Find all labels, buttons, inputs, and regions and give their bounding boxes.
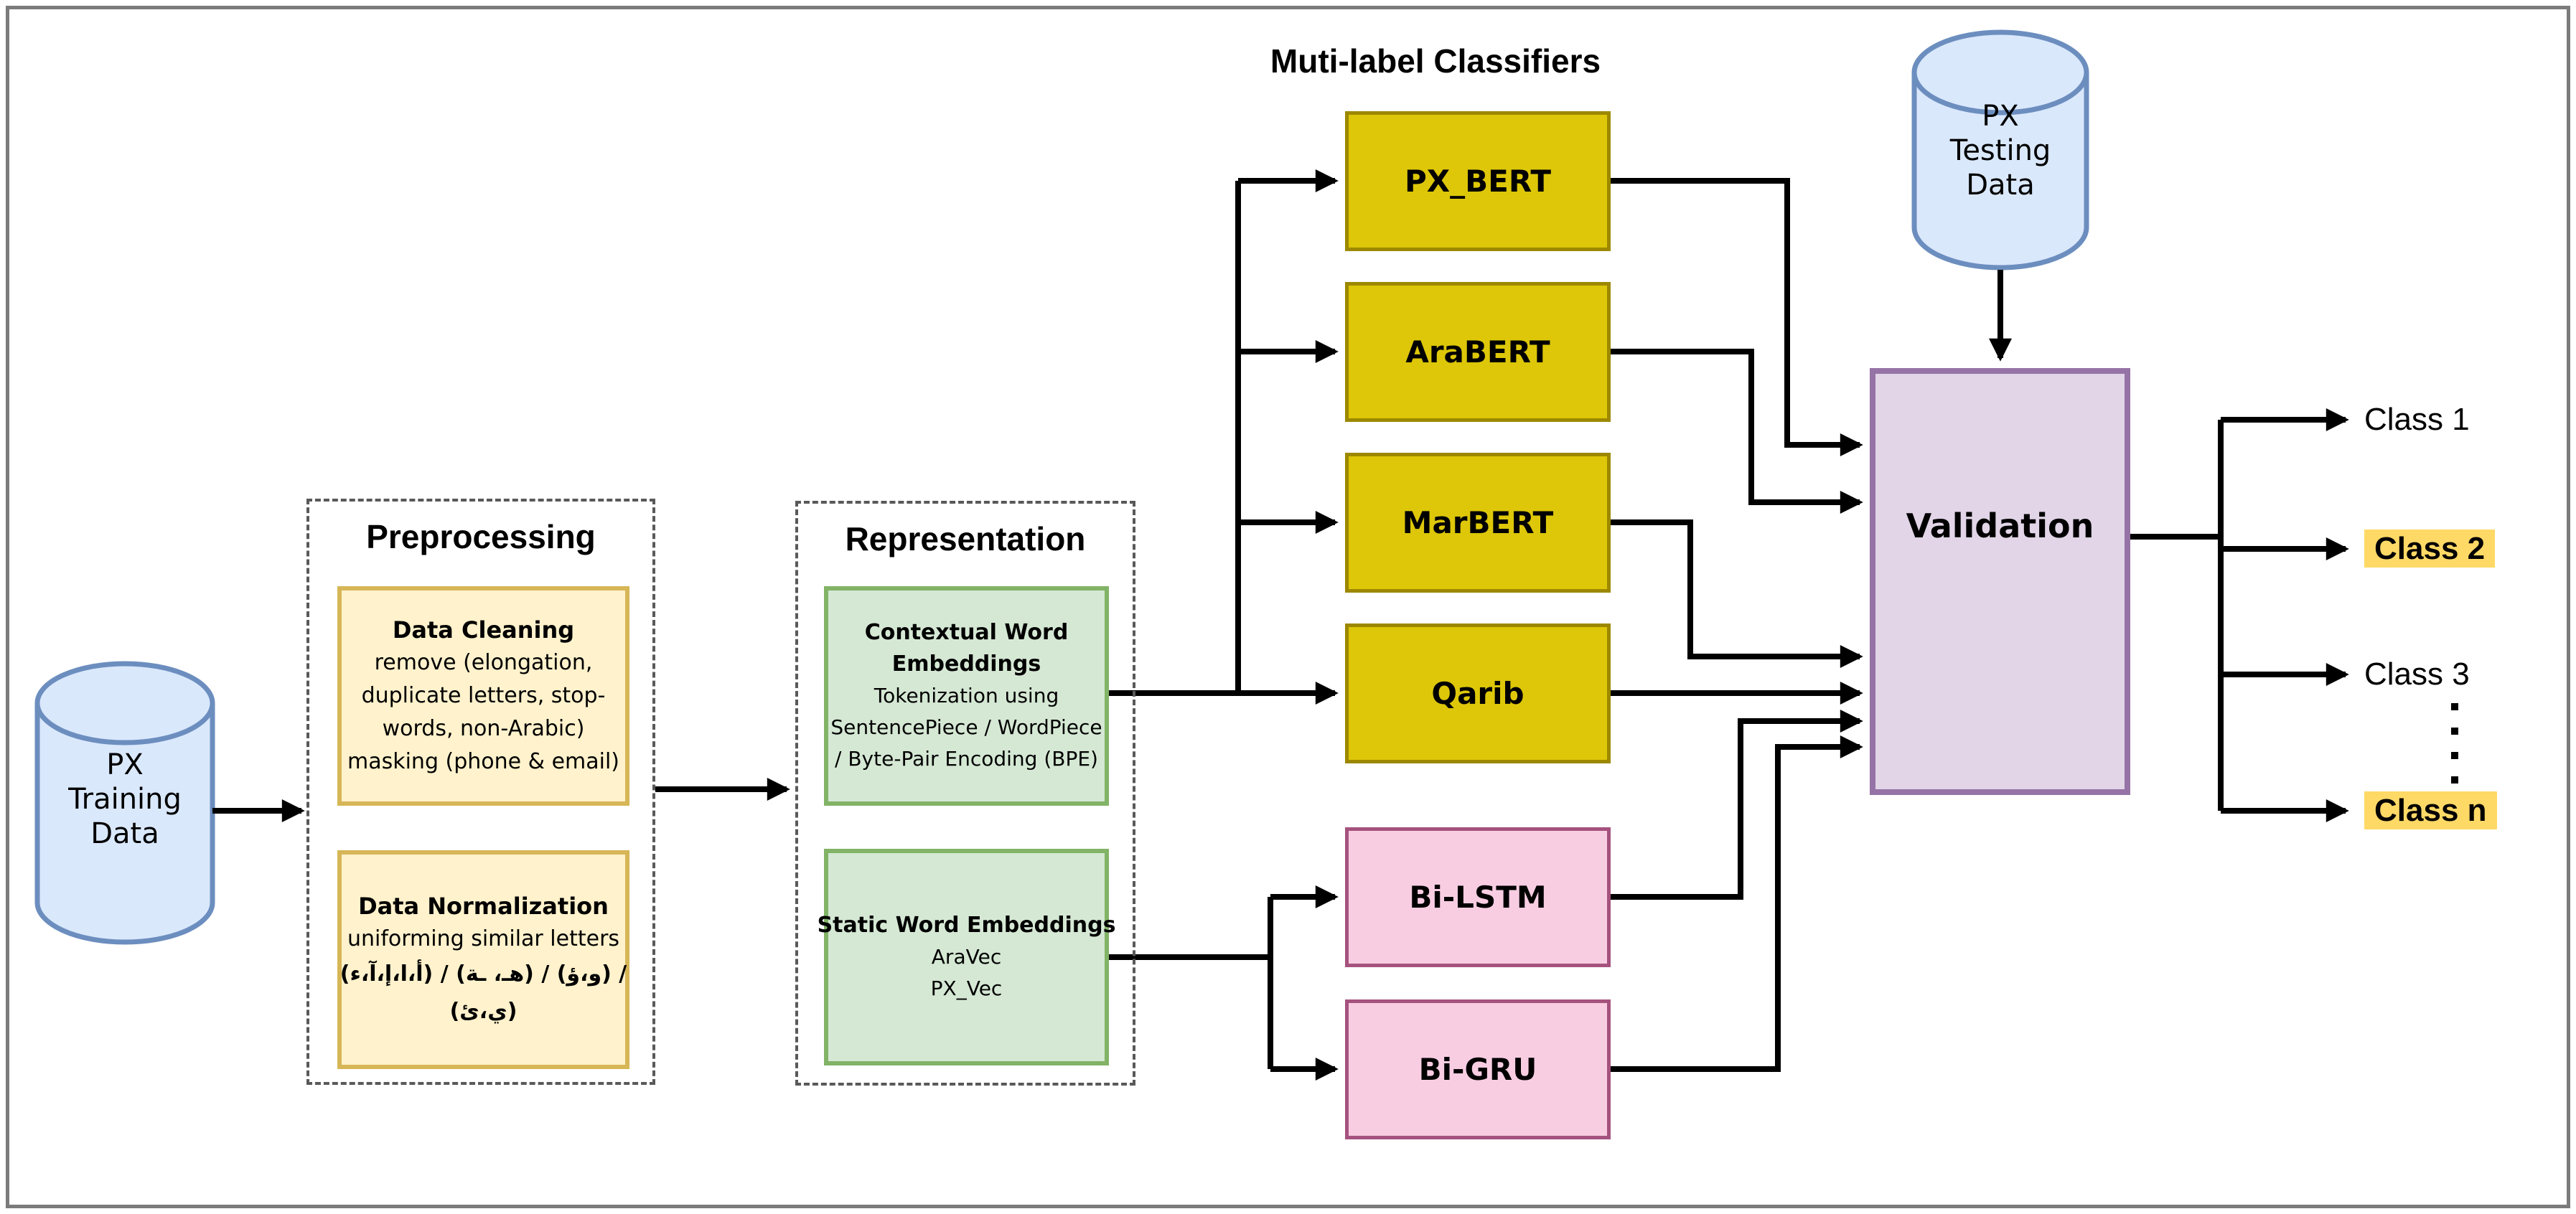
- data-cleaning-line: masking (phone & email): [347, 749, 620, 774]
- output-class-3: Class 3: [2364, 651, 2470, 697]
- normalization-arabic-letters-line1: / (و،ؤ) / (هـ، ـة) / (أ،ا،إ،آ،ء): [339, 961, 627, 987]
- contextual-embeddings-line: Tokenization using: [874, 684, 1059, 707]
- data-cleaning-line: duplicate letters, stop-: [361, 683, 606, 708]
- normalization-arabic-letters-line2: (ي،ئ): [449, 998, 517, 1024]
- arrow-bigru-to-validation: [1611, 735, 1863, 1072]
- contextual-embeddings-box: Contextual Word Embeddings Tokenization …: [824, 586, 1109, 806]
- training-database-label: PX Training Data: [68, 748, 182, 850]
- class-2-text: Class 2: [2364, 530, 2496, 568]
- static-embeddings-line: AraVec: [931, 945, 1002, 969]
- class-1-text: Class 1: [2364, 402, 2470, 437]
- arrow-marbert-to-validation: [1611, 519, 1863, 668]
- data-normalization-line: uniforming similar letters: [347, 926, 620, 951]
- contextual-embeddings-line: / Byte-Pair Encoding (BPE): [835, 747, 1098, 771]
- preprocessing-title: Preprocessing: [366, 518, 596, 555]
- qarib-label: Qarib: [1431, 676, 1524, 711]
- classifier-bi-gru: Bi-GRU: [1345, 999, 1611, 1139]
- representation-title: Representation: [845, 520, 1086, 557]
- data-cleaning-line: words, non-Arabic): [382, 716, 585, 741]
- arabert-label: AraBERT: [1405, 334, 1550, 370]
- data-normalization-title: Data Normalization: [358, 892, 609, 920]
- static-embeddings-line: PX_Vec: [930, 977, 1003, 1000]
- static-embeddings-title: Static Word Embeddings: [817, 913, 1116, 938]
- static-embeddings-box: Static Word Embeddings AraVec PX_Vec: [818, 849, 1115, 1065]
- px-bert-label: PX_BERT: [1405, 164, 1551, 199]
- arrow-arabert-to-validation: [1611, 349, 1863, 514]
- validation-label: Validation: [1906, 507, 2094, 545]
- data-normalization-box: Data Normalization uniforming similar le…: [337, 850, 629, 1069]
- classifier-bi-lstm: Bi-LSTM: [1345, 827, 1611, 967]
- classifier-qarib: Qarib: [1345, 624, 1611, 763]
- preprocessing-group: Preprocessing: [306, 499, 655, 1085]
- classifier-px-bert: PX_BERT: [1345, 111, 1611, 251]
- bi-gru-label: Bi-GRU: [1418, 1052, 1537, 1087]
- classifier-arabert: AraBERT: [1345, 282, 1611, 422]
- contextual-embeddings-title: Contextual Word Embeddings: [864, 620, 1069, 677]
- representation-group: Representation: [795, 501, 1135, 1086]
- class-n-text: Class n: [2364, 791, 2497, 829]
- arrow-bilstm-to-validation: [1611, 710, 1863, 900]
- data-cleaning-box: Data Cleaning remove (elongation, duplic…: [337, 586, 629, 806]
- testing-database-label: PX Testing Data: [1949, 100, 2051, 202]
- training-database-cylinder: [34, 661, 215, 945]
- output-class-1: Class 1: [2364, 397, 2470, 443]
- testing-database-cylinder: [1911, 29, 2089, 270]
- data-cleaning-line: remove (elongation,: [374, 650, 593, 675]
- marbert-label: MarBERT: [1402, 505, 1554, 540]
- classifiers-section-title: Muti-label Classifiers: [1270, 42, 1601, 80]
- classifier-marbert: MarBERT: [1345, 453, 1611, 593]
- validation-box: Validation: [1870, 368, 2130, 795]
- output-class-n: Class n: [2364, 788, 2497, 834]
- class-3-text: Class 3: [2364, 657, 2470, 692]
- output-class-2: Class 2: [2364, 526, 2496, 572]
- arrow-pxbert-to-validation: [1611, 178, 1863, 456]
- bi-lstm-label: Bi-LSTM: [1409, 880, 1547, 915]
- data-cleaning-title: Data Cleaning: [392, 616, 575, 644]
- contextual-embeddings-line: SentencePiece / WordPiece: [830, 715, 1102, 739]
